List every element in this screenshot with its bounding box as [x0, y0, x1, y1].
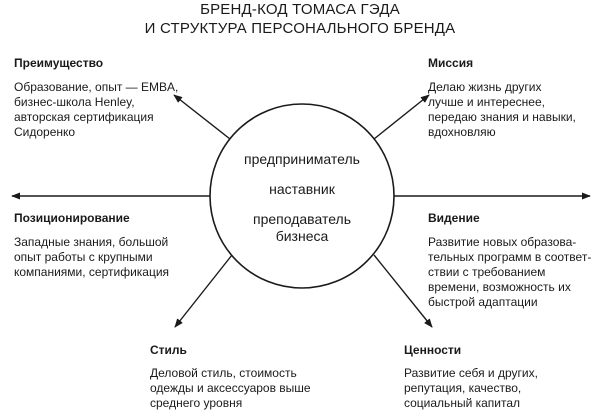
values-heading: Ценности — [404, 343, 462, 357]
vision-heading: Видение — [428, 211, 480, 225]
arrow-to-values — [373, 254, 433, 328]
mission-body: Делаю жизнь других лучше и интереснее, п… — [428, 80, 576, 139]
advantage-body: Образование, опыт — EMBA, бизнес-школа H… — [14, 80, 179, 139]
center-label-entrepreneur: предприниматель — [244, 151, 360, 167]
arrow-to-advantage — [173, 94, 231, 140]
arrow-to-style — [174, 254, 233, 328]
center-label-business-teacher: преподаватель бизнеса — [253, 211, 351, 244]
vision-body: Развитие новых образова- тельных програм… — [428, 235, 592, 309]
mission-heading: Миссия — [428, 56, 474, 70]
positioning-body: Западные знания, большой опыт работы с к… — [14, 235, 170, 279]
advantage-heading: Преимущество — [14, 56, 104, 70]
values-body: Развитие себя и других, репутация, качес… — [404, 366, 538, 410]
center-circle — [209, 103, 395, 289]
center-label-mentor: наставник — [269, 181, 335, 197]
positioning-heading: Позиционирование — [14, 211, 130, 225]
arrow-to-mission — [373, 94, 430, 140]
style-heading: Стиль — [150, 343, 187, 357]
diagram-title-line-1: БРЕНД-КОД ТОМАСА ГЭДА — [200, 1, 400, 18]
diagram-title-line-2: И СТРУКТУРА ПЕРСОНАЛЬНОГО БРЕНДА — [144, 20, 456, 37]
style-body: Деловой стиль, стоимость одежды и аксесс… — [150, 366, 311, 410]
